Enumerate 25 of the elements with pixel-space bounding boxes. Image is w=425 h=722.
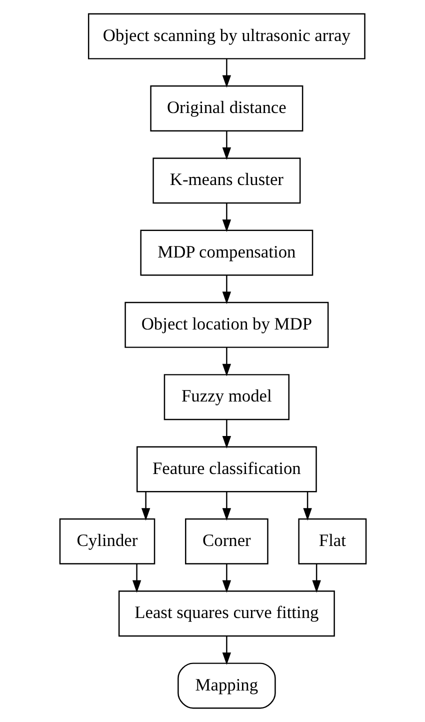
node-box: K-means cluster: [152, 158, 300, 204]
arrow: [222, 130, 231, 160]
arrow: [132, 564, 141, 593]
arrow: [312, 564, 320, 593]
node-box: Flat: [298, 518, 366, 564]
arrow: [140, 492, 150, 521]
arrow: [302, 492, 312, 521]
arrow: [222, 347, 231, 376]
node-box: Mapping: [177, 662, 276, 709]
arrow: [222, 203, 231, 232]
arrow: [222, 420, 231, 448]
arrow: [222, 636, 231, 665]
node-box: Least squares curve fitting: [118, 590, 334, 637]
node-box: Cylinder: [58, 518, 155, 564]
node-box: Fuzzy model: [163, 374, 290, 420]
node-box: Original distance: [150, 85, 303, 132]
node-box: Object location by MDP: [124, 302, 328, 348]
arrow: [222, 58, 231, 88]
node-box: Corner: [184, 518, 268, 564]
arrow: [222, 275, 231, 304]
arrow: [222, 564, 231, 593]
node-box: Feature classification: [136, 446, 316, 492]
node-box: Object scanning by ultrasonic array: [87, 13, 365, 60]
node-box: MDP compensation: [140, 230, 313, 276]
arrow: [222, 492, 231, 521]
